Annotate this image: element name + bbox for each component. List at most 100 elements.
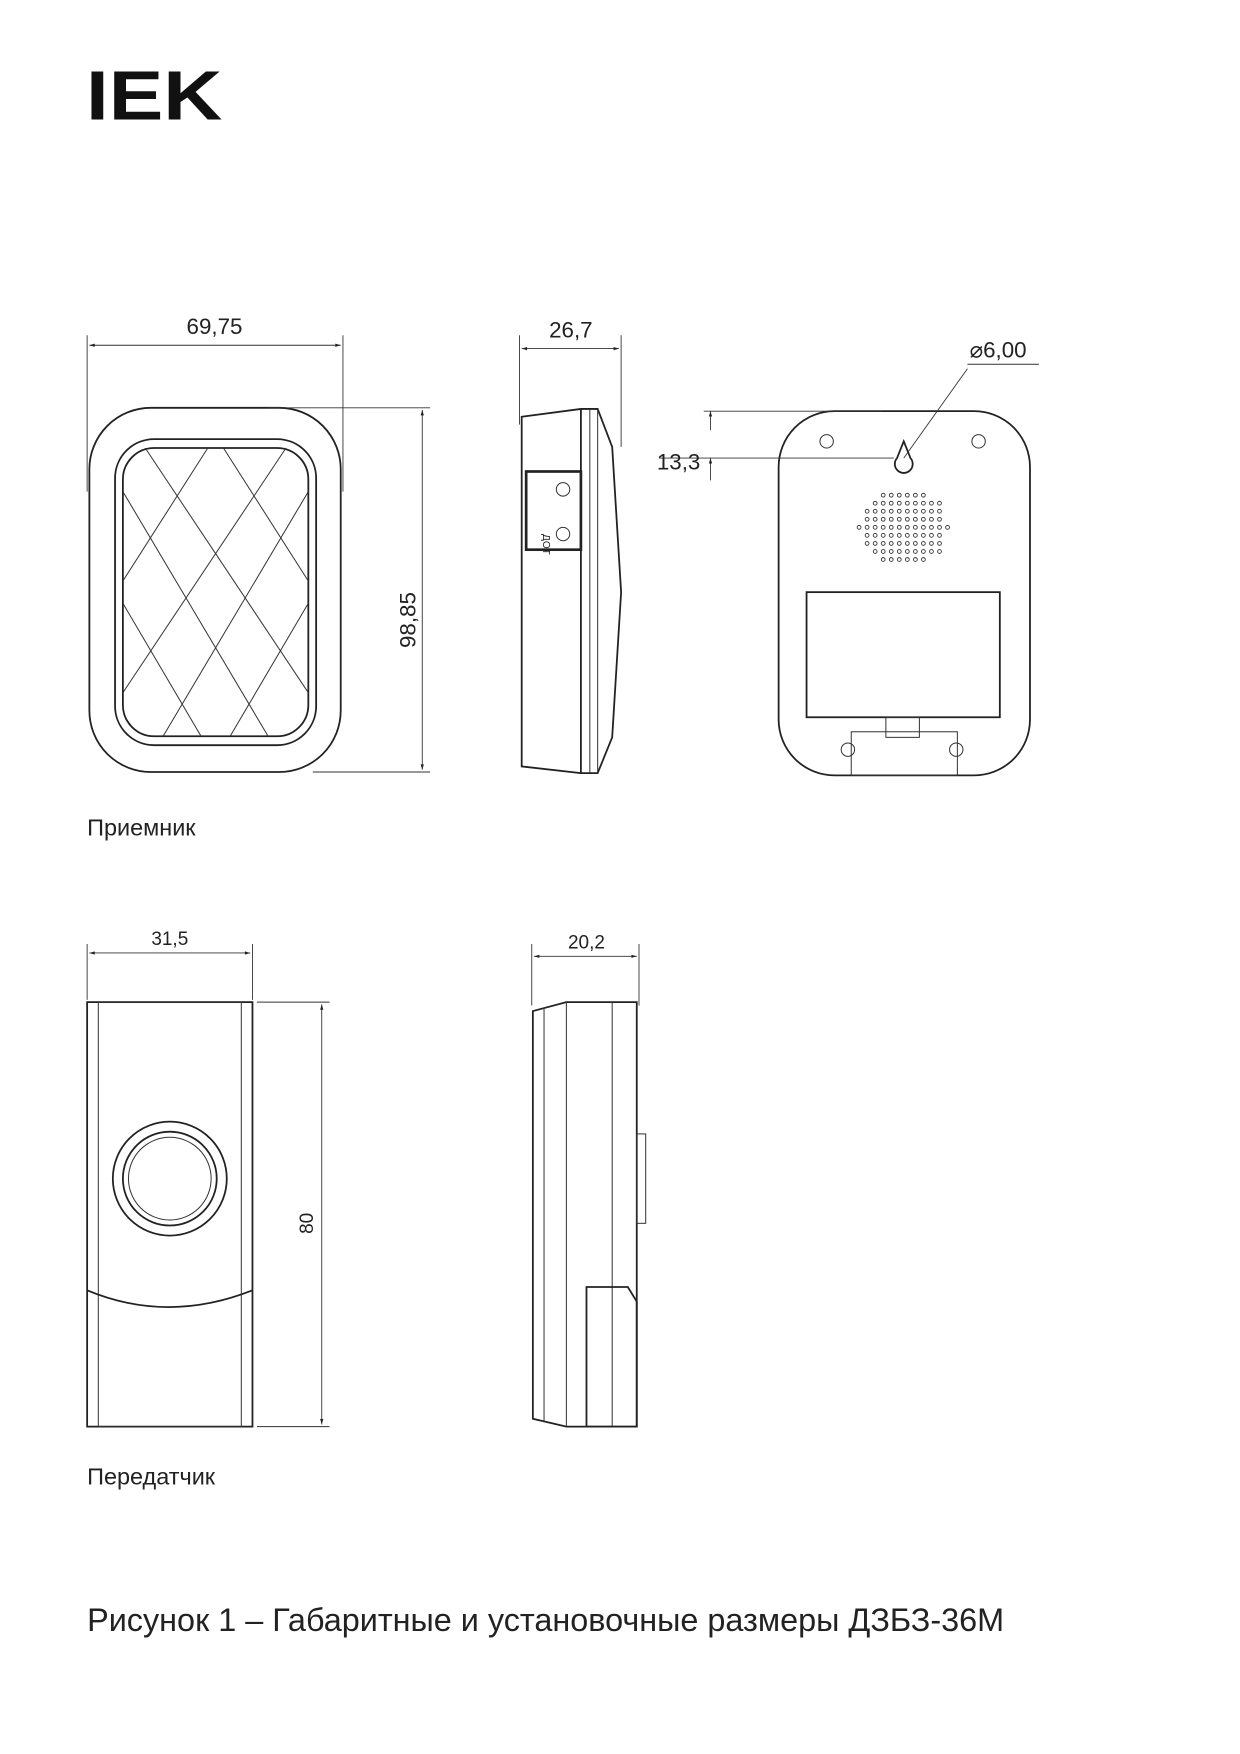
grille-hole [872, 508, 878, 514]
grille-hole [880, 541, 886, 546]
grille-hole [929, 549, 934, 554]
receiver-back-view: ⌀6,00 13,3 [657, 338, 1039, 777]
grille-hole [872, 541, 878, 546]
transmitter-label: Передатчик [87, 1464, 216, 1490]
grille-hole [864, 524, 870, 530]
receiver-front-view: 69,75 98,85 [86, 314, 431, 773]
grille-hole [856, 524, 862, 530]
grille-hole [872, 549, 878, 554]
grille-hole [937, 516, 942, 522]
grille-hole [921, 541, 926, 546]
grille-hole [872, 500, 878, 506]
grille-hole [864, 533, 870, 538]
grille-hole [937, 533, 942, 538]
grille-hole [896, 516, 902, 522]
receiver-depth-dim: 26,7 [549, 317, 592, 342]
grille-hole [904, 541, 910, 546]
grille-hole [913, 557, 918, 562]
grille-hole [880, 492, 886, 498]
grille-hole [913, 516, 918, 522]
grille-hole [880, 524, 886, 530]
grille-hole [896, 508, 902, 514]
transmitter-depth-dim: 20,2 [568, 932, 605, 953]
grille-hole [864, 508, 870, 514]
grille-hole [880, 516, 886, 522]
grille-hole [921, 500, 926, 506]
grille-hole [888, 508, 894, 514]
grille-hole [921, 492, 926, 498]
grille-hole [921, 508, 926, 514]
receiver-side-view: ДОТ 26,7 [519, 317, 623, 775]
grille-hole [896, 524, 902, 530]
grille-hole [921, 524, 926, 530]
grille-hole [913, 500, 918, 506]
grille-hole [896, 541, 902, 546]
grille-hole [913, 492, 918, 498]
grille-hole [937, 549, 942, 554]
grille-hole [937, 524, 942, 530]
transmitter-front-view: 31,5 80 [86, 929, 330, 1428]
grille-hole [880, 508, 886, 514]
grille-hole [864, 541, 870, 546]
grille-hole [937, 541, 942, 546]
grille-hole [896, 557, 902, 562]
grille-hole [937, 500, 942, 506]
transmitter-height-dim: 80 [297, 1213, 318, 1234]
grille-hole [904, 516, 910, 522]
grille-hole [888, 541, 894, 546]
grille-hole [880, 533, 886, 538]
grille-hole [929, 508, 934, 514]
grille-hole [880, 549, 886, 554]
grille-hole [896, 492, 902, 498]
grille-hole [921, 533, 926, 538]
grille-hole [880, 500, 886, 506]
grille-hole [913, 508, 918, 514]
grille-hole [888, 516, 894, 522]
grille-hole [913, 524, 918, 530]
hole-offset-dim: 13,3 [657, 449, 700, 474]
grille-hole [913, 541, 918, 546]
grille-hole [888, 524, 894, 530]
grille-hole [888, 557, 894, 562]
side-panel-mark: ДОТ [540, 534, 551, 555]
grille-hole [896, 533, 902, 538]
grille-hole [913, 533, 918, 538]
grille-hole [888, 492, 894, 498]
grille-hole [904, 500, 910, 506]
grille-hole [888, 549, 894, 554]
grille-hole [937, 508, 942, 514]
grille-hole [929, 500, 934, 506]
receiver-label: Приемник [87, 815, 196, 841]
grille-hole [904, 508, 910, 514]
grille-hole [929, 524, 934, 530]
grille-hole [904, 492, 910, 498]
grille-hole [904, 533, 910, 538]
grille-hole [929, 541, 934, 546]
grille-hole [872, 516, 878, 522]
grille-hole [913, 549, 918, 554]
grille-hole [880, 557, 886, 562]
grille-hole [904, 524, 910, 530]
grille-hole [872, 533, 878, 538]
hole-diameter-dim: ⌀6,00 [970, 338, 1027, 363]
grille-hole [872, 524, 878, 530]
grille-hole [888, 533, 894, 538]
speaker-grille [856, 492, 950, 562]
iek-logo: IEK [86, 57, 222, 135]
grille-hole [921, 516, 926, 522]
grille-hole [945, 524, 950, 530]
grille-hole [929, 533, 934, 538]
transmitter-side-view: 20,2 [531, 932, 647, 1428]
grille-hole [929, 516, 934, 522]
grille-hole [888, 500, 894, 506]
grille-hole [904, 557, 910, 562]
grille-hole [921, 557, 926, 562]
figure-caption: Рисунок 1 – Габаритные и установочные ра… [87, 1602, 1004, 1638]
transmitter-width-dim: 31,5 [151, 929, 188, 950]
receiver-width-dim: 69,75 [187, 314, 243, 339]
grille-hole [864, 516, 870, 522]
grille-hole [904, 549, 910, 554]
grille-hole [921, 549, 926, 554]
grille-hole [896, 549, 902, 554]
